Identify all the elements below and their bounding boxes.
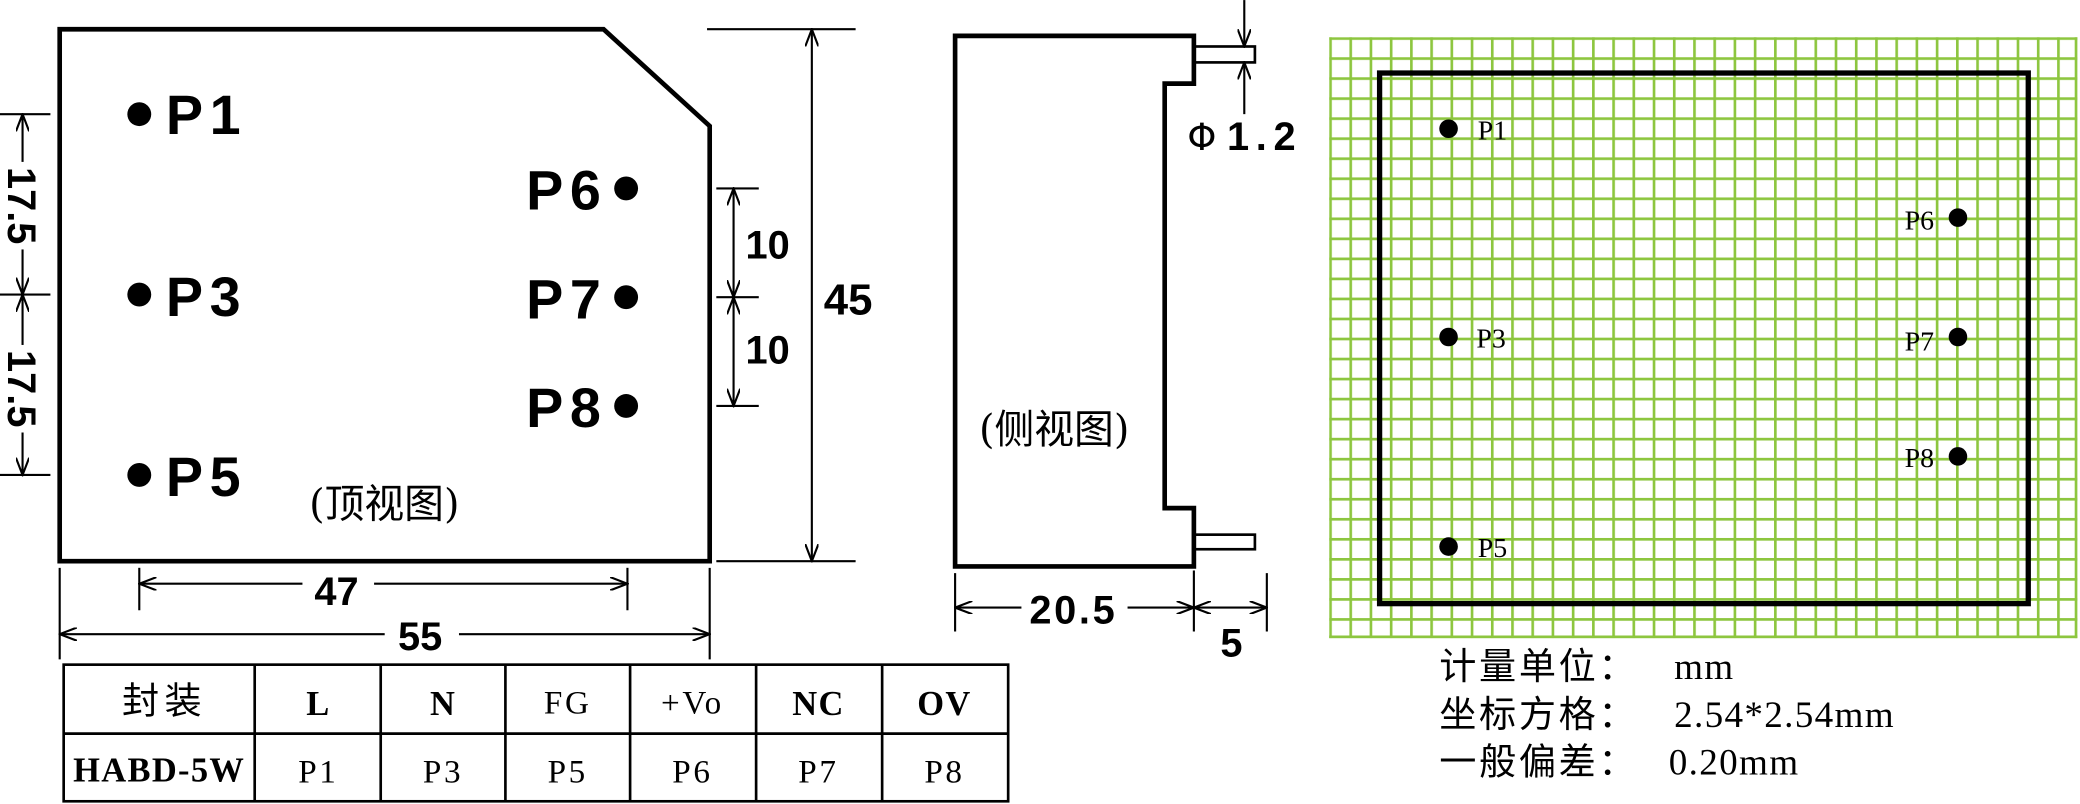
top-view: P1 P3 P5 P6 P7 P8 (顶视图) 17.5 17.5 [0,26,872,660]
header-n: N [430,685,456,723]
pin-label-p8: P8 [526,377,607,439]
header-fg: FG [544,685,592,722]
pin-label-p1: P1 [166,84,247,146]
pcb-pin-label-p6: P6 [1905,206,1934,237]
dimension-right-10: 10 10 [716,188,790,406]
cell-model: HABD-5W [73,751,245,789]
table-row: HABD-5W P1 P3 P5 P6 P7 P8 [73,751,964,791]
pcb-pin-dot-p7 [1948,327,1968,347]
pin-dot-p5 [127,463,152,487]
pcb-pin-label-p8: P8 [1905,443,1934,474]
diameter-symbol: Φ [1187,116,1216,159]
table-header-row: 封装 L N FG +Vo NC OV [122,680,971,723]
pinout-table: 封装 L N FG +Vo NC OV HABD-5W P1 P3 P5 P6 … [62,663,1010,803]
side-view-caption: (侧视图) [979,407,1129,453]
dimension-pin-diameter-value: 1.2 [1227,115,1302,159]
dimension-left-17-5: 17.5 17.5 [0,114,51,475]
pin-label-p5: P5 [166,446,247,508]
header-package: 封装 [122,680,207,723]
side-pin-bottom [1189,533,1257,551]
note-tolerance-value: 0.20mm [1669,743,1800,784]
cell-pin: P5 [548,754,588,791]
side-view-outline [952,33,1197,569]
pin-dot-p8 [614,394,639,418]
cell-pin: P8 [924,754,964,791]
top-view-outline [57,26,713,564]
pcb-pin-dot-p6 [1948,208,1968,227]
pcb-pin-label-p7: P7 [1905,326,1934,357]
note-grid-value: 2.54*2.54mm [1674,695,1895,736]
pcb-pin-dot-p5 [1439,537,1458,556]
pin-dot-p7 [614,285,639,310]
side-view: (侧视图) Φ 1.2 20.5 5 [952,0,1302,666]
dimension-pin-diameter: Φ 1.2 [1187,0,1302,159]
note-unit-label: 计量单位： [1439,645,1638,688]
pcb-pin-label-p1: P1 [1478,115,1507,146]
dimension-pin-spacing-47: 47 [139,567,627,614]
note-tolerance-label: 一般偏差： [1439,741,1638,784]
pcb-board-outline [1376,70,2031,607]
dimension-p1-p3: 17.5 [0,167,43,244]
header-l: L [306,685,330,723]
dimension-p3-p5: 17.5 [0,350,43,427]
pcb-layout: P1 P3 P5 P6 P7 P8 [1329,37,2078,639]
header-nc: NC [792,685,844,723]
cell-pin: P6 [672,754,712,791]
note-unit-value: mm [1674,647,1734,688]
dimension-pin-length: 5 [1220,622,1242,666]
pcb-pin-label-p5: P5 [1478,533,1507,564]
cell-pin: P3 [423,754,463,791]
pin-label-p7: P7 [526,268,607,330]
header-ov: OV [917,685,971,723]
note-grid-label: 坐标方格： [1439,693,1638,736]
dimension-body-depth: 20.5 [1029,589,1117,633]
dimension-p7-p8: 10 [746,329,790,373]
top-view-caption: (顶视图) [309,481,459,527]
pin-dot-p6 [614,176,639,201]
dimension-pin-row-spacing: 47 [314,570,358,614]
pin-dot-p1 [127,102,152,127]
pin-dot-p3 [127,282,152,307]
dimension-width-55: 55 [60,567,710,660]
dimension-height: 45 [824,275,873,324]
pcb-pin-label-p3: P3 [1476,324,1505,355]
cell-pin: P1 [298,754,338,791]
pcb-pin-dot-p1 [1439,119,1458,139]
dimension-pin-length-5: 5 [1194,573,1267,666]
side-pin-top [1189,45,1257,64]
dimension-width: 55 [398,615,442,659]
dimension-depth-20-5: 20.5 [955,570,1194,633]
pcb-pin-dot-p8 [1948,447,1968,466]
pcb-pin-dot-p3 [1439,327,1458,347]
dimension-height-45: 45 [707,29,872,561]
header-vo: +Vo [661,685,724,722]
dimension-p6-p7: 10 [746,224,790,268]
pin-label-p3: P3 [166,266,247,328]
pin-label-p6: P6 [526,160,607,222]
layout-notes: 计量单位： mm 坐标方格： 2.54*2.54mm 一般偏差： 0.20mm [1439,645,1895,784]
cell-pin: P7 [798,754,838,791]
